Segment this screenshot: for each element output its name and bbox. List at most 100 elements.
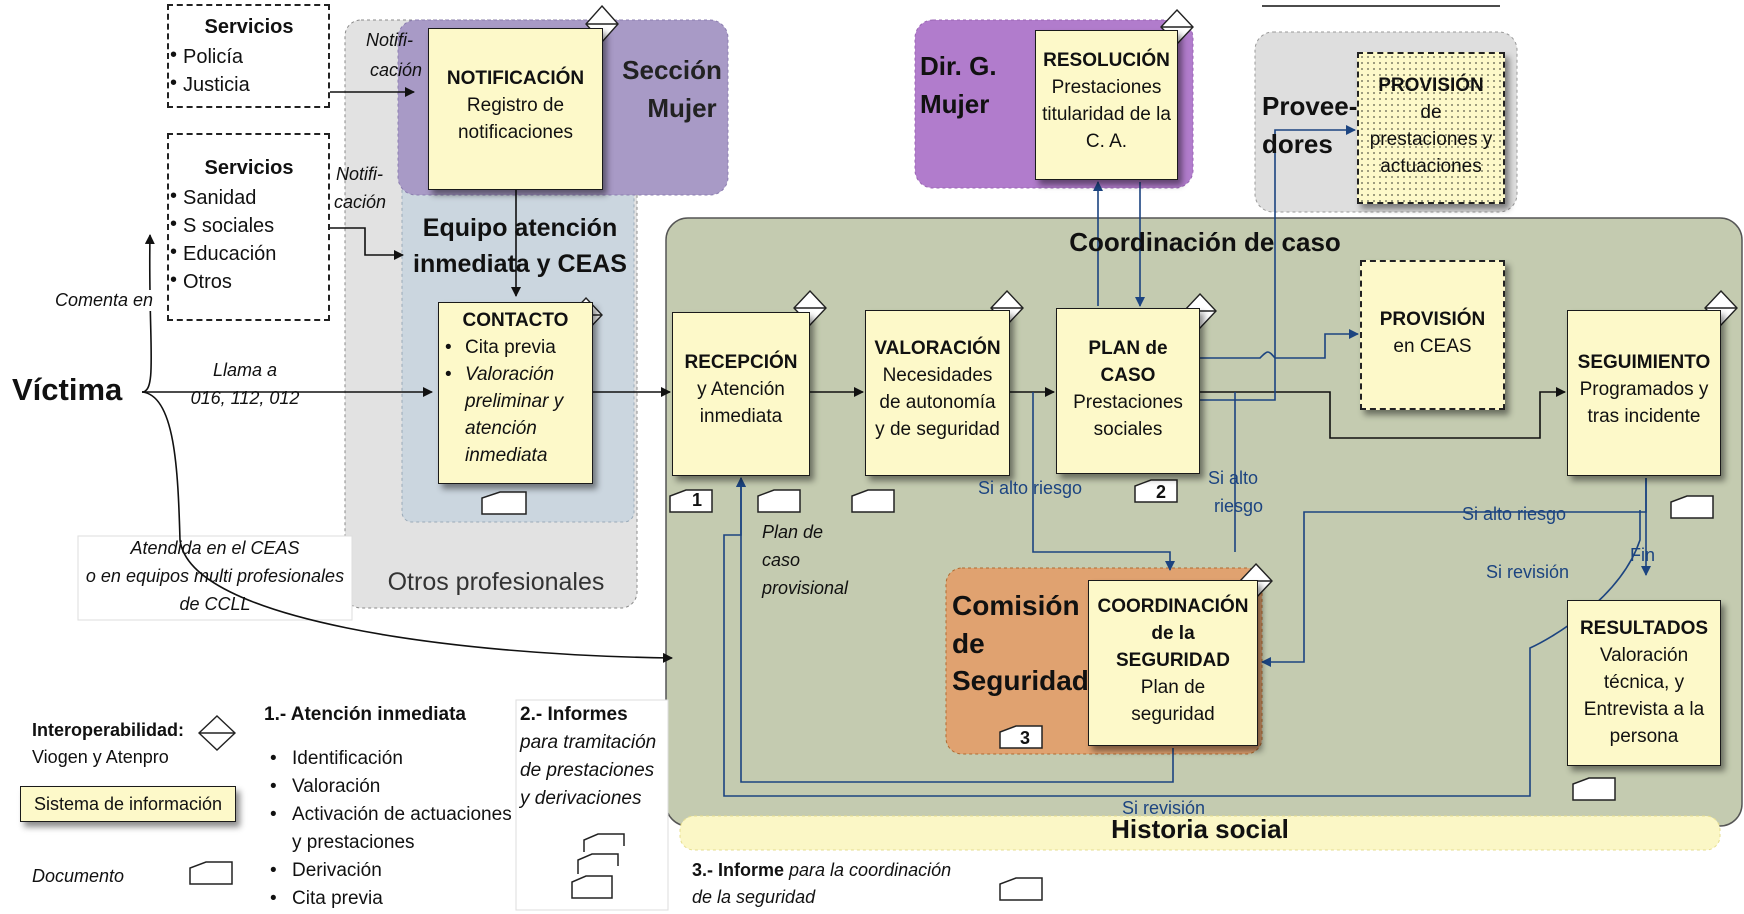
otros-profesionales-label: Otros profesionales <box>387 568 605 596</box>
document-icon-seguimiento <box>1670 495 1714 519</box>
box-line: Prestaciones <box>1073 392 1183 413</box>
note2-line: y derivaciones <box>520 788 642 809</box>
box-resultados: RESULTADOS Valoración técnica, y Entrevi… <box>1567 600 1721 766</box>
atendida-label-1: Atendida en el CEAS <box>130 538 300 558</box>
comision-label-2: de <box>952 628 985 659</box>
document-icon-legend <box>189 861 233 885</box>
box-line: Plan de <box>1140 677 1206 698</box>
box-line: persona <box>1609 726 1679 747</box>
box-line: y Atención <box>697 379 785 400</box>
note1-item: Derivación <box>292 860 382 881</box>
note3-title: 3.- Informe <box>692 860 785 880</box>
note3-line1: 3.- Informe para la coordinación <box>692 860 951 881</box>
box-title: PLAN de <box>1088 338 1168 359</box>
box-plan-caso: PLAN de CASO Prestaciones sociales <box>1056 308 1200 474</box>
edge-label-si-alto-riesgo-3: Si alto riesgo <box>1462 504 1567 524</box>
box-title: SEGURIDAD <box>1115 650 1230 671</box>
atendida-label-3: de CCLL <box>179 594 251 614</box>
contacto-item-2: •Valoración preliminar y atención inmedi… <box>445 364 564 466</box>
coordinacion-caso-label: Coordinación de caso <box>1069 227 1341 257</box>
comenta-label: Comenta en <box>55 290 154 311</box>
box-line: Prestaciones <box>1051 77 1162 98</box>
box-title: VALORACIÓN <box>874 338 1001 359</box>
box-item: Valoración preliminar y atención inmedia… <box>465 364 564 466</box>
doc-number-3: 3 <box>1020 728 1031 748</box>
bullet: • <box>170 241 178 263</box>
edge-label-si-alto-riesgo-2a: Si alto <box>1208 468 1259 488</box>
box-title: RECEPCIÓN <box>684 352 798 373</box>
notif-label-2a: Notifi- <box>336 164 384 184</box>
document-icon-recepcion <box>669 489 713 513</box>
note3-bg <box>686 852 982 912</box>
edge-plan-seguimiento <box>1200 387 1566 439</box>
box-line: y de seguridad <box>875 419 1000 440</box>
box-line: de <box>1420 102 1442 123</box>
victim-bg <box>0 352 140 452</box>
edge-revision-recepcion <box>723 477 1641 797</box>
bullet: • <box>170 44 178 66</box>
services-item: S sociales <box>183 215 275 237</box>
legend-sistema-box: Sistema de información <box>20 786 236 822</box>
dir-mujer-label-1: Dir. G. <box>920 51 997 81</box>
note3-rest: para la coordinación <box>784 860 952 880</box>
notif-label-1a: Notifi- <box>366 30 414 50</box>
box-line: Valoración <box>1599 645 1689 666</box>
edge-coord-recepcion <box>736 477 1174 783</box>
box-line: seguridad <box>1131 704 1215 725</box>
box-line: notificaciones <box>457 122 574 143</box>
note1-bullet: • <box>270 804 277 825</box>
historia-region <box>679 815 1721 851</box>
document-icon-resultados <box>1572 777 1616 801</box>
box-seguimiento: SEGUIMIENTO Programados y tras incidente <box>1567 310 1721 476</box>
victim-label: Víctima <box>12 372 123 407</box>
box-line: Programados y <box>1579 379 1709 400</box>
proveedores-label-1: Provee- <box>1262 91 1358 121</box>
plan-provisional-2: caso <box>762 550 801 570</box>
box-line: inmediata <box>699 406 783 427</box>
box-provision-proveedores: PROVISIÓN de prestaciones y actuaciones <box>1357 52 1505 204</box>
llama-label-1: Llama a <box>212 360 278 380</box>
box-valoracion: VALORACIÓN Necesidades de autonomía y de… <box>865 310 1010 476</box>
note1-item: Activación de actuaciones <box>292 804 512 825</box>
document-icon-recepcion-2 <box>757 489 801 513</box>
note3-line2: de la seguridad <box>692 887 816 907</box>
box-line: Registro de <box>466 95 565 116</box>
doc-number-2: 2 <box>1156 482 1167 502</box>
notif-label-1b: cación <box>370 60 423 80</box>
box-coordinacion-seguridad: COORDINACIÓN de la SEGURIDAD Plan de seg… <box>1088 580 1258 746</box>
note1-title: 1.- Atención inmediata <box>264 704 466 725</box>
box-title: RESOLUCIÓN <box>1043 50 1170 71</box>
edge-victima-atendida <box>141 391 673 663</box>
services-item: Sanidad <box>183 187 257 209</box>
proveedores-label-2: dores <box>1262 129 1333 159</box>
edge-plan-provision-prov <box>1200 125 1356 401</box>
contacto-item-1: •Cita previa <box>445 337 556 358</box>
edge-label-si-alto-riesgo-2b: riesgo <box>1214 496 1264 516</box>
atendida-bg <box>77 535 353 621</box>
historia-social-label: Historia social <box>1111 814 1289 844</box>
plan-provisional-1: Plan de <box>762 522 824 542</box>
box-title: SEGUIMIENTO <box>1577 352 1711 373</box>
box-line: tras incidente <box>1587 406 1701 427</box>
note1-bullet: • <box>270 888 277 909</box>
edge-plan-provision-ceas <box>1200 329 1359 359</box>
legend-sistema-label: Sistema de información <box>33 794 223 814</box>
comision-label-3: Seguridad <box>952 665 1089 696</box>
box-resolucion: RESOLUCIÓN Prestaciones titularidad de l… <box>1035 30 1178 180</box>
edge-label-si-revision-2: Si revisión <box>1122 798 1206 818</box>
services-item: Otros <box>183 271 232 293</box>
legend-interop-sub: Viogen y Atenpro <box>32 747 169 767</box>
document-icon-contacto <box>481 491 527 515</box>
note2-bg <box>515 699 669 911</box>
edge-label-si-revision-1: Si revisión <box>1486 562 1570 582</box>
box-contacto: CONTACTO •Cita previa •Valoración prelim… <box>438 302 593 484</box>
box-notificacion: NOTIFICACIÓN Registro de notificaciones <box>428 28 603 190</box>
box-item: Cita previa <box>465 337 556 358</box>
note2-title: 2.- Informes <box>520 704 628 725</box>
box-line: de autonomía <box>879 392 996 413</box>
box-line: Necesidades <box>882 365 993 386</box>
bullet: • <box>170 185 178 207</box>
box-title: PROVISIÓN <box>1378 75 1484 96</box>
note1-bullet: • <box>270 860 277 881</box>
